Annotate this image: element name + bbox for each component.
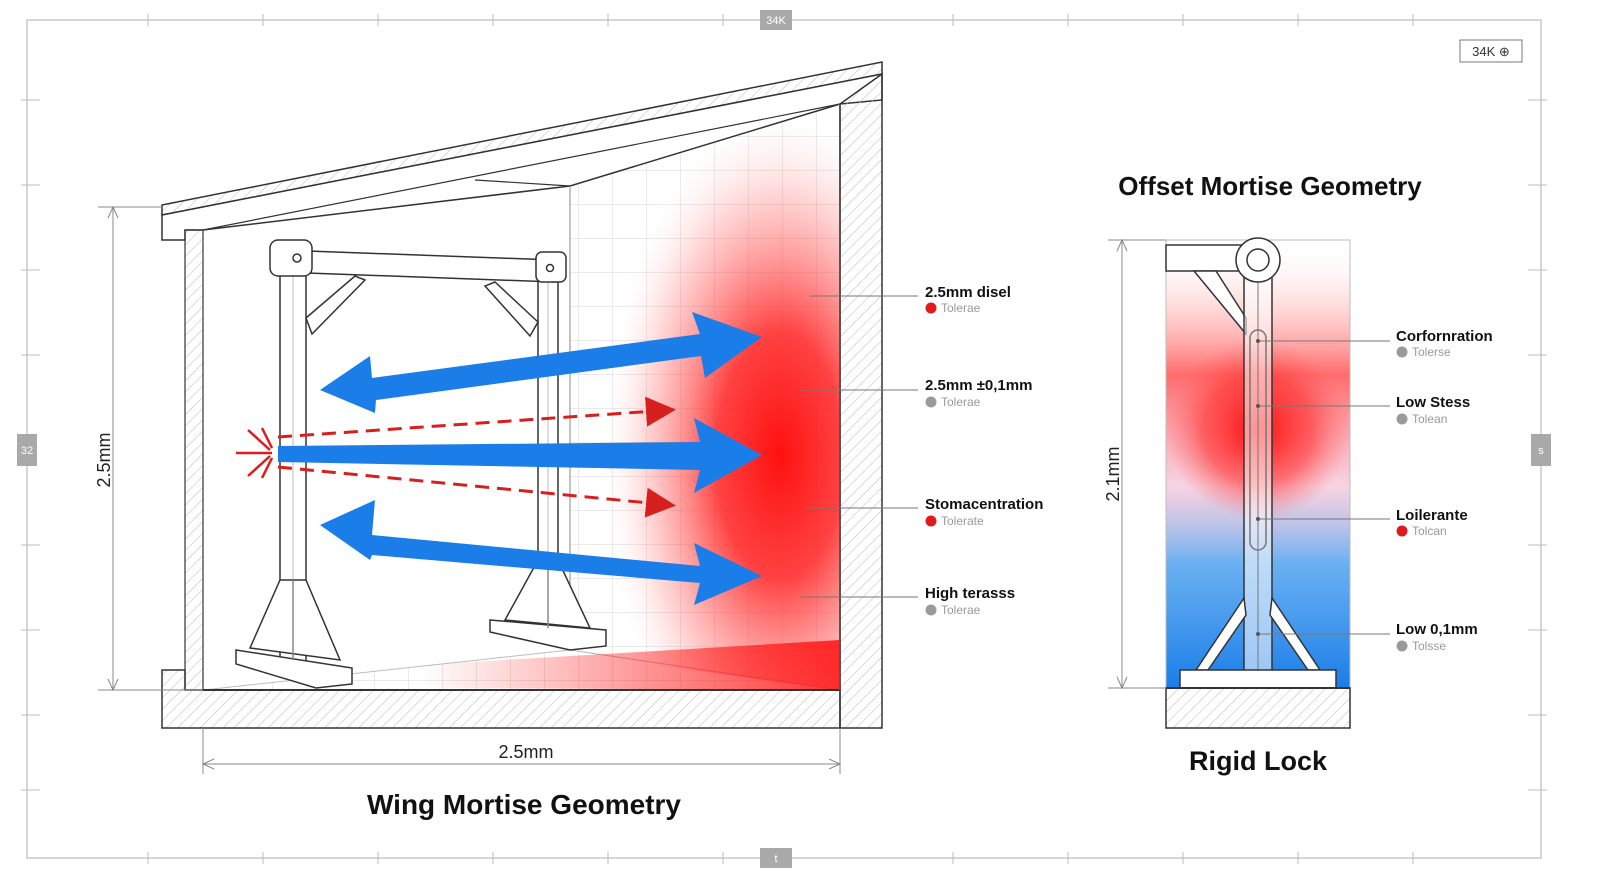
callout-label: Low 0,1mm xyxy=(1396,621,1478,638)
callout-status-dot xyxy=(1396,413,1408,425)
callout-label: Corfornration xyxy=(1396,328,1493,345)
right-wall xyxy=(839,72,883,729)
wing-mortise-diagram: 2.5mm 2.5mm Wing Mortise Geometry 2.5mm … xyxy=(94,61,1043,820)
callout-sublabel: Tolerate xyxy=(941,514,984,528)
callout-sublabel: Tolerae xyxy=(941,301,981,315)
callout-sublabel: Tolerse xyxy=(1412,345,1451,359)
frame-bottom-tab-label: t xyxy=(774,853,777,865)
wing-mortise-title: Wing Mortise Geometry xyxy=(367,789,681,820)
left-wall xyxy=(184,229,204,691)
callout-item: 2.5mm disel Tolerae xyxy=(810,284,1011,315)
frame-foot-left xyxy=(235,649,353,689)
blue-arrow-middle xyxy=(278,418,762,493)
frame-right-tab-label: s xyxy=(1538,445,1544,457)
stress-heatmap-floor xyxy=(420,640,840,690)
drawing-frame: 34K t 32 s 34K ⊕ xyxy=(17,10,1551,868)
frame-top-tab xyxy=(760,10,792,30)
callout-item: Loilerante Tolcan xyxy=(1256,507,1468,538)
column-height-dimension xyxy=(1108,238,1166,690)
callout-label: 2.5mm disel xyxy=(925,284,1011,301)
column-foundation xyxy=(1165,687,1351,729)
callout-label: Low Stess xyxy=(1396,394,1470,411)
callout-item: 2.5mm ±0,1mm Tolerae xyxy=(800,377,1032,409)
column-base-plate xyxy=(1179,669,1337,689)
height-dimension xyxy=(98,205,203,692)
callout-sublabel: Tolcan xyxy=(1412,524,1447,538)
callout-status-dot xyxy=(925,396,937,408)
frame-right-tab xyxy=(1531,434,1551,466)
frame-left-tab xyxy=(17,434,37,466)
revision-stamp xyxy=(1459,39,1523,63)
frame-top-tab-label: 34K xyxy=(766,15,786,27)
callout-sublabel: Tolsse xyxy=(1412,639,1446,653)
callout-label: Loilerante xyxy=(1396,507,1468,524)
column-structure xyxy=(1165,237,1337,689)
revision-stamp-label: 34K ⊕ xyxy=(1472,44,1510,59)
callout-item: Low 0,1mm Tolsse xyxy=(1256,621,1478,653)
callout-item: Stomacentration Tolerate xyxy=(810,496,1043,528)
width-dimension-label: 2.5mm xyxy=(498,742,553,762)
callout-status-dot xyxy=(1396,346,1408,358)
width-dimension xyxy=(201,728,842,774)
column-bracket-arm xyxy=(1165,244,1245,272)
callout-item: High terasss Tolerae xyxy=(800,585,1015,617)
blue-arrow-lower xyxy=(320,500,762,605)
left-callout-list: 2.5mm disel Tolerae 2.5mm ±0,1mm Tolerae… xyxy=(800,284,1043,617)
callout-item: Low Stess Tolean xyxy=(1256,394,1470,426)
impact-burst-icon xyxy=(236,427,274,479)
rigid-lock-label: Rigid Lock xyxy=(1189,746,1328,776)
offset-mortise-diagram: Offset Mortise Geometry 2.1mm Rigid Lo xyxy=(1103,171,1493,776)
frame-bottom-tab xyxy=(760,848,792,868)
flow-arrows xyxy=(236,312,762,605)
callout-sublabel: Tolerae xyxy=(941,395,981,409)
callout-label: Stomacentration xyxy=(925,496,1043,513)
right-callout-list: Corfornration Tolerse Low Stess Tolean L… xyxy=(1256,328,1493,653)
callout-status-dot xyxy=(1396,640,1408,652)
callout-label: 2.5mm ±0,1mm xyxy=(925,377,1032,394)
callout-item: Corfornration Tolerse xyxy=(1256,328,1493,359)
height-dimension-label: 2.5mm xyxy=(94,432,114,487)
callout-status-dot xyxy=(1396,525,1408,537)
frame-joint-left xyxy=(269,239,313,277)
offset-mortise-title: Offset Mortise Geometry xyxy=(1118,171,1422,201)
callout-sublabel: Tolean xyxy=(1412,412,1447,426)
callout-sublabel: Tolerae xyxy=(941,603,981,617)
callout-label: High terasss xyxy=(925,585,1015,602)
stress-heatmap-wall xyxy=(540,104,840,690)
callout-status-dot xyxy=(925,604,937,616)
callout-status-dot xyxy=(925,515,937,527)
frame-left-tab-label: 32 xyxy=(21,445,33,457)
column-height-label: 2.1mm xyxy=(1103,446,1123,501)
blue-arrow-upper xyxy=(320,312,762,413)
callout-status-dot xyxy=(925,302,937,314)
